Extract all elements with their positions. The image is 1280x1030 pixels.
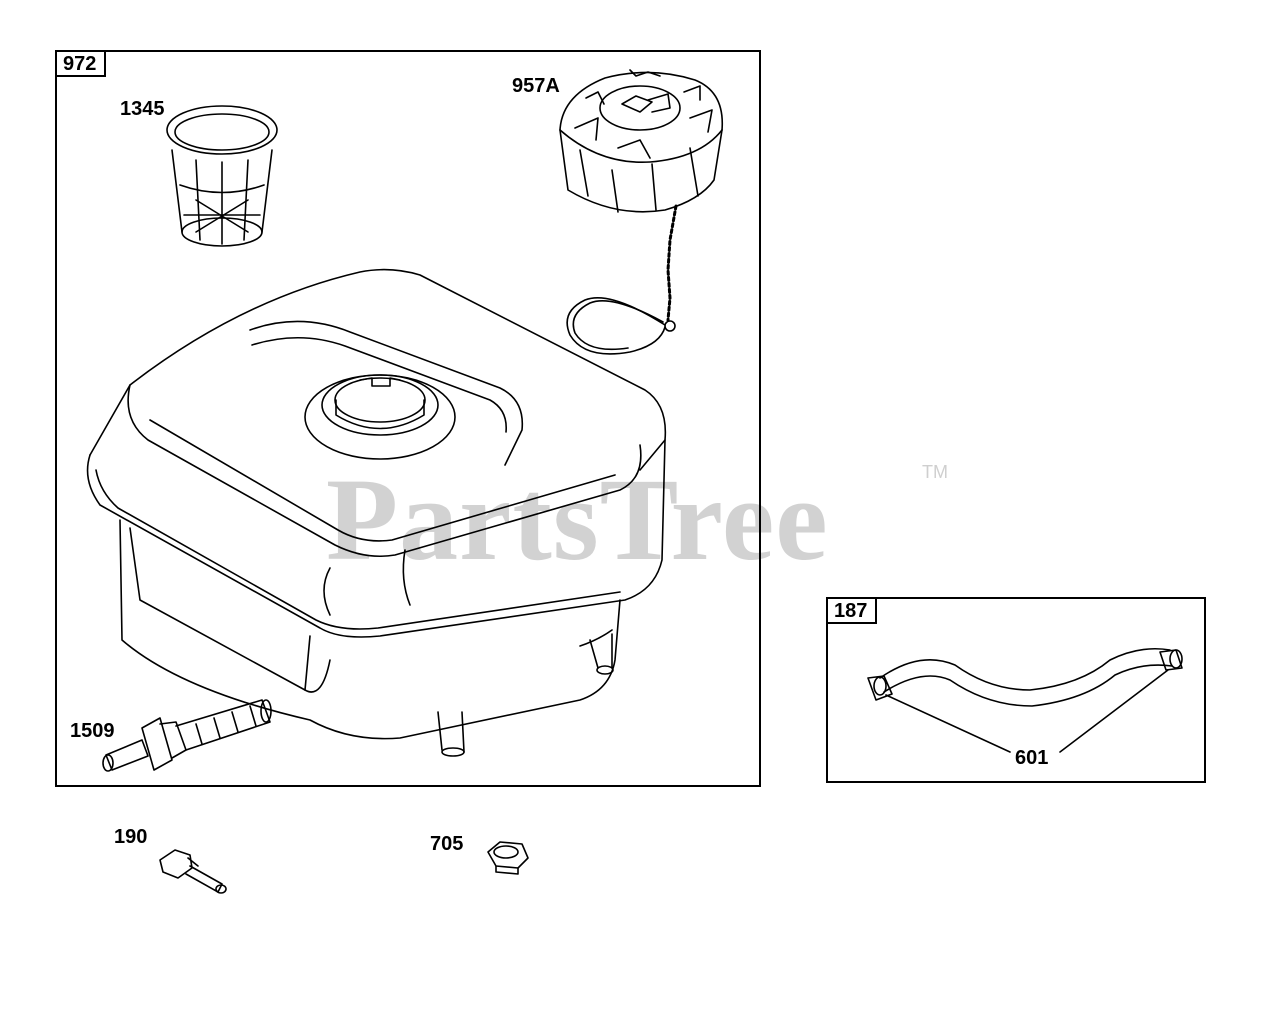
assembly-box-972: 972 [55, 50, 761, 787]
fuel-cap-drawing[interactable] [559, 69, 724, 213]
callout-601[interactable]: 601 [1015, 747, 1049, 769]
watermark: PartsTree [326, 454, 829, 585]
callout-190[interactable]: 190 [114, 826, 148, 848]
callout-705[interactable]: 705 [430, 833, 464, 855]
fuel-line-drawing[interactable] [867, 647, 1183, 753]
assembly-label-972[interactable]: 972 [55, 50, 107, 77]
shutoff-valve-drawing[interactable] [102, 699, 272, 772]
assembly-label-187[interactable]: 187 [826, 597, 878, 624]
trademark-mark: TM [922, 462, 948, 482]
fuel-tank-drawing[interactable] [86, 268, 667, 757]
callout-1345[interactable]: 1345 [120, 98, 165, 120]
callout-1509[interactable]: 1509 [70, 720, 115, 742]
bolt-drawing[interactable] [159, 849, 227, 894]
assembly-box-187: 187 [826, 597, 1206, 783]
cap-tether-drawing [566, 204, 678, 355]
fuel-filter-drawing[interactable] [166, 105, 278, 247]
callout-957a[interactable]: 957A [512, 75, 560, 97]
nut-drawing[interactable] [487, 841, 529, 875]
